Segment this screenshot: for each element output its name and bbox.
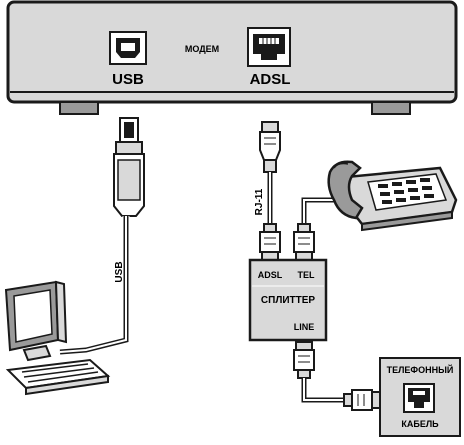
splitter-tel-label: TEL (298, 270, 316, 280)
adsl-port[interactable] (247, 27, 291, 67)
usb-port[interactable] (109, 31, 147, 65)
rj11-cable-label: RJ-11 (254, 188, 265, 215)
splitter-title: СПЛИТТЕР (261, 295, 316, 306)
wall-socket (379, 357, 461, 437)
modem-title: МОДЕМ (185, 44, 219, 54)
phone-jack[interactable] (403, 383, 435, 413)
telephone-icon (327, 160, 458, 232)
line-cable (293, 341, 381, 411)
phone-cable (293, 197, 340, 261)
usb-port-label: USB (112, 71, 144, 88)
modem: USB МОДЕМ ADSL (6, 0, 458, 115)
modem-foot-left (59, 101, 99, 115)
rj11-cable-modem (259, 121, 281, 261)
usb-cable-label: USB (114, 261, 125, 282)
wall-socket-label-top: ТЕЛЕФОННЫЙ (387, 364, 454, 375)
splitter-adsl-label: ADSL (258, 270, 283, 280)
computer (4, 280, 111, 396)
adsl-port-label: ADSL (250, 71, 291, 88)
splitter (248, 258, 328, 342)
modem-foot-right (371, 101, 411, 115)
wall-socket-label-bottom: КАБЕЛЬ (401, 419, 439, 429)
handset-icon (327, 160, 364, 220)
usb-cable (59, 117, 145, 356)
splitter-line-label: LINE (294, 322, 315, 332)
